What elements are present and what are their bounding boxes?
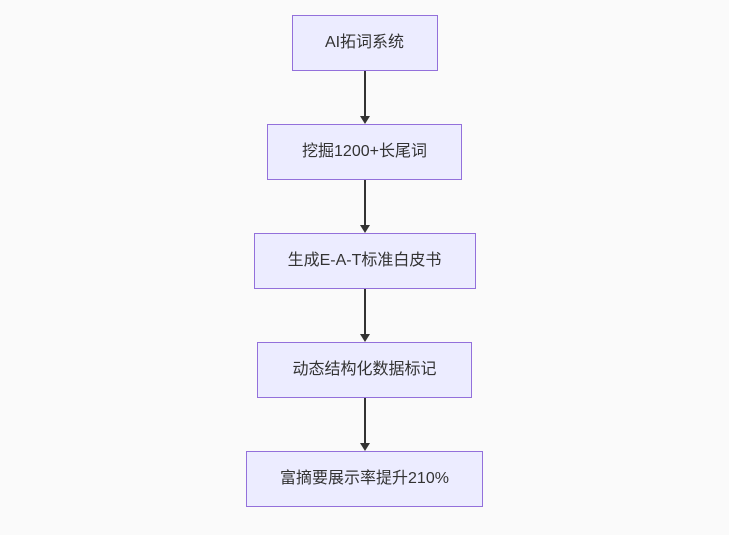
flowchart-node-rich-snippet-rate: 富摘要展示率提升210%	[246, 451, 483, 507]
flow-arrow	[359, 180, 371, 233]
node-label: AI拓词系统	[324, 34, 405, 51]
node-label: 动态结构化数据标记	[292, 361, 437, 378]
arrow-line	[363, 71, 366, 116]
arrow-line	[363, 398, 366, 443]
arrow-line	[363, 289, 366, 334]
flowchart-node-ai-word-expansion: AI拓词系统	[291, 15, 438, 71]
arrow-line	[363, 180, 366, 225]
arrowhead-icon	[359, 116, 370, 124]
node-label: 生成E-A-T标准白皮书	[287, 252, 442, 269]
arrowhead-icon	[359, 443, 370, 451]
flow-arrow	[359, 71, 371, 124]
arrowhead-icon	[359, 334, 370, 342]
flow-arrow	[359, 289, 371, 342]
node-label: 挖掘1200+长尾词	[302, 143, 427, 160]
flow-arrow	[359, 398, 371, 451]
flowchart-node-eat-whitepaper: 生成E-A-T标准白皮书	[253, 233, 476, 289]
flowchart-node-longtail-keywords: 挖掘1200+长尾词	[267, 124, 462, 180]
node-label: 富摘要展示率提升210%	[280, 470, 449, 487]
flowchart-node-structured-data-markup: 动态结构化数据标记	[257, 342, 472, 398]
arrowhead-icon	[359, 225, 370, 233]
